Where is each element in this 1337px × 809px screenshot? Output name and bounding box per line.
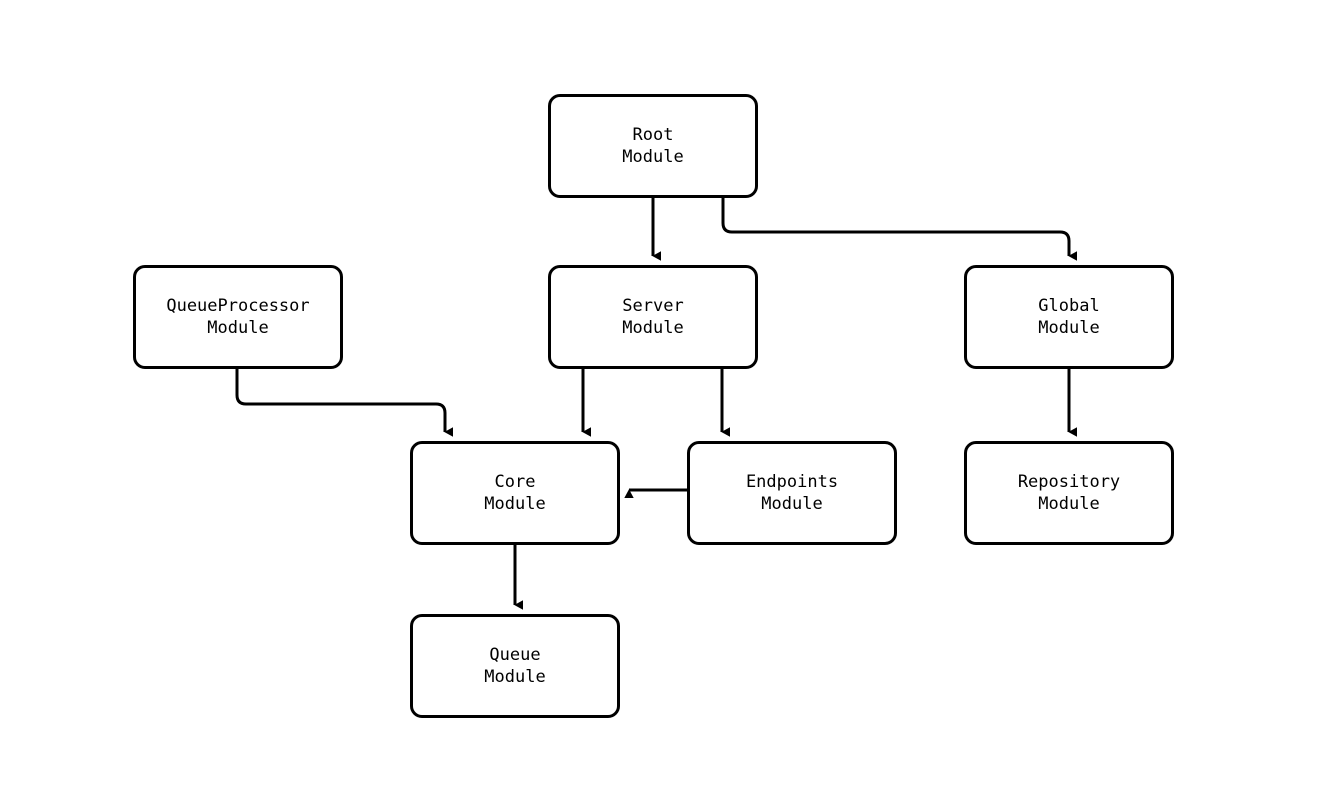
node-queueprocessor-module[interactable]: QueueProcessor Module — [133, 265, 343, 369]
node-label-line2: Module — [1038, 318, 1100, 338]
node-label-line1: Server — [622, 296, 684, 316]
node-root-module[interactable]: Root Module — [548, 94, 758, 198]
node-label-line2: Module — [622, 318, 684, 338]
node-queue-module[interactable]: Queue Module — [410, 614, 620, 718]
node-label-line1: Repository — [1017, 472, 1121, 492]
edge-queueprocessor-to-core — [235, 369, 453, 437]
node-label-line1: Global — [1038, 296, 1100, 316]
node-global-module[interactable]: Global Module — [964, 265, 1174, 369]
node-label-line1: QueueProcessor — [166, 296, 310, 316]
node-core-module[interactable]: Core Module — [410, 441, 620, 545]
node-label-line2: Module — [484, 494, 546, 514]
node-label-line2: Module — [207, 318, 269, 338]
node-label-line2: Module — [622, 147, 684, 167]
node-label-line2: Module — [484, 667, 546, 687]
node-repository-module[interactable]: Repository Module — [964, 441, 1174, 545]
node-label-line1: Core — [494, 472, 536, 492]
node-server-module[interactable]: Server Module — [548, 265, 758, 369]
edge-root-to-global — [721, 198, 1077, 261]
node-label-line2: Module — [761, 494, 823, 514]
node-label-line1: Queue — [489, 645, 541, 665]
node-label-line1: Endpoints — [745, 472, 839, 492]
node-endpoints-module[interactable]: Endpoints Module — [687, 441, 897, 545]
node-label-line1: Root — [632, 125, 674, 145]
node-label-line2: Module — [1038, 494, 1100, 514]
